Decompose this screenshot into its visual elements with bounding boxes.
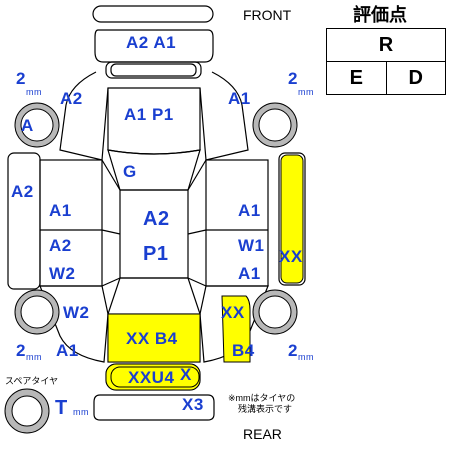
right-side-panel-highlight bbox=[280, 154, 304, 284]
label-front-left-wheel: A bbox=[21, 116, 34, 135]
rear-bumper-highlight bbox=[105, 363, 201, 391]
left-front-fender-shape bbox=[59, 71, 109, 161]
tire-depth-front-right: 2 bbox=[288, 69, 298, 88]
label-spare-tire: T bbox=[55, 397, 68, 419]
score-interior: D bbox=[385, 61, 446, 95]
tire-unit-front-right: mm bbox=[298, 87, 314, 97]
label-rear-bumper: XXU4 bbox=[128, 368, 175, 387]
score-table: R E D bbox=[326, 28, 446, 95]
spare-tire-caption: スペアタイヤ bbox=[5, 376, 59, 386]
trunk-highlight bbox=[107, 313, 201, 363]
tire-rear-left bbox=[14, 289, 60, 335]
tire-unit-front-left: mm bbox=[26, 87, 42, 97]
label-roof-2: P1 bbox=[143, 243, 169, 265]
label-front-left-fender: A2 bbox=[60, 89, 83, 108]
label-right-rear-lower: B4 bbox=[232, 341, 255, 360]
front-label: FRONT bbox=[243, 7, 292, 23]
label-windshield: G bbox=[123, 162, 137, 181]
label-right-side-panel: XX bbox=[279, 247, 303, 266]
label-left-rear-door-2: W2 bbox=[49, 264, 76, 283]
tire-rear-right bbox=[252, 289, 298, 335]
label-right-front-door: A1 bbox=[238, 201, 261, 220]
tire-front-right bbox=[252, 102, 298, 148]
label-left-side-panel: A2 bbox=[11, 182, 34, 201]
front-bumper-lower-shape bbox=[105, 61, 202, 79]
front-grille-bar bbox=[92, 5, 214, 23]
tire-spare bbox=[4, 388, 50, 434]
label-right-rear-door-2: A1 bbox=[238, 264, 261, 283]
windshield-shape bbox=[107, 149, 201, 191]
label-left-front-door: A1 bbox=[49, 201, 72, 220]
score-exterior: E bbox=[326, 61, 387, 95]
tire-depth-rear-right: 2 bbox=[288, 341, 298, 360]
label-left-rear-lower: A1 bbox=[56, 341, 79, 360]
front-bumper-shape bbox=[94, 29, 214, 63]
label-trunk: XX B4 bbox=[126, 329, 178, 348]
tire-depth-rear-left: 2 bbox=[16, 341, 26, 360]
label-left-quarter: W2 bbox=[63, 303, 90, 322]
left-side-panel-shape bbox=[7, 152, 41, 290]
label-front-bumper: A2 A1 bbox=[126, 33, 177, 52]
right-front-fender-shape bbox=[199, 71, 249, 161]
label-rear-lower: X3 bbox=[182, 395, 204, 414]
tire-depth-front-left: 2 bbox=[16, 69, 26, 88]
note-line-1: ※mmはタイヤの bbox=[228, 393, 296, 403]
label-rear-bumper-x: X bbox=[180, 365, 192, 384]
score-title: 評価点 bbox=[353, 5, 407, 25]
right-quarter-highlight bbox=[221, 295, 251, 363]
label-right-rear-door-1: W1 bbox=[238, 236, 265, 255]
note-line-2: 残溝表示です bbox=[238, 404, 293, 414]
tire-unit-spare: mm bbox=[73, 407, 89, 417]
left-quarter-shape bbox=[39, 285, 109, 363]
label-hood: A1 P1 bbox=[124, 105, 174, 124]
score-overall: R bbox=[326, 28, 446, 62]
label-left-rear-door-1: A2 bbox=[49, 236, 72, 255]
rear-label: REAR bbox=[243, 426, 282, 442]
rear-window-shape bbox=[107, 277, 201, 318]
tire-front-left bbox=[14, 102, 60, 148]
rear-lower-shape bbox=[93, 394, 215, 421]
tire-unit-rear-left: mm bbox=[26, 352, 42, 362]
tire-unit-rear-right: mm bbox=[298, 352, 314, 362]
label-front-right-fender: A1 bbox=[228, 89, 251, 108]
label-right-quarter: XX bbox=[221, 303, 245, 322]
label-roof-1: A2 bbox=[143, 208, 170, 230]
